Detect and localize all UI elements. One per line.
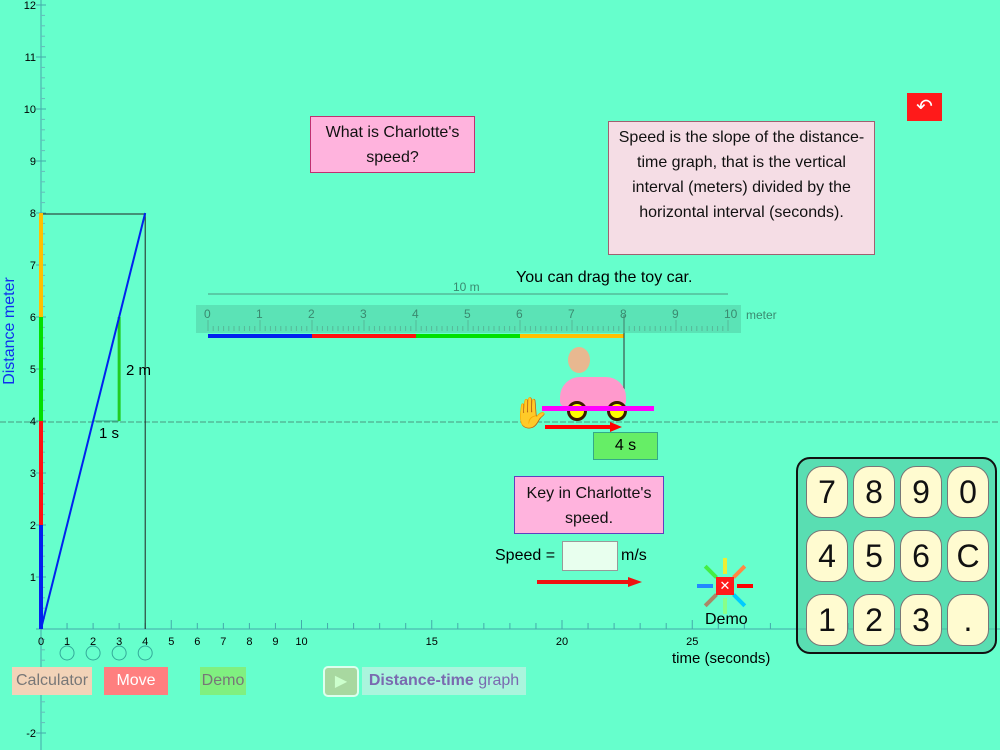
demo-ray [703, 564, 718, 579]
ruler[interactable] [196, 305, 741, 333]
ruler-tick-label: 7 [568, 307, 575, 321]
ruler-tick-label: 8 [620, 307, 627, 321]
y-tick-label: 1 [30, 572, 36, 584]
x-tick-label: 20 [556, 636, 568, 648]
keypad-key[interactable]: 9 [900, 466, 942, 518]
x-tick-label: 5 [168, 636, 174, 648]
y-tick-label: 4 [30, 416, 36, 428]
ruler-span-label: 10 m [453, 280, 480, 294]
y-axis-label: Distance meter [1, 277, 18, 385]
y-tick-label: 7 [30, 260, 36, 272]
drag-arrow-icon [542, 406, 654, 411]
keypad-key[interactable]: 4 [806, 530, 848, 582]
keypad-key[interactable]: 8 [853, 466, 895, 518]
play-button[interactable]: ▶ [323, 666, 359, 697]
y-tick-label: 3 [30, 468, 36, 480]
y-tick-label: 12 [24, 0, 36, 12]
x-tick-label: 15 [426, 636, 438, 648]
x-tick-label: 1 [64, 636, 70, 648]
keypad-key[interactable]: 3 [900, 594, 942, 646]
speed-arrow-head [628, 577, 642, 587]
demo-ray [732, 593, 747, 608]
x-tick-label: 25 [686, 636, 698, 648]
graph-title: Distance-time graph [362, 667, 526, 695]
ruler-tick-label: 6 [516, 307, 523, 321]
rise-label: 2 m [126, 362, 152, 379]
ruler-tick-label: 5 [464, 307, 471, 321]
ruler-tick-label: 4 [412, 307, 419, 321]
distance-time-line [40, 212, 147, 630]
graph-title-bold: Distance-time [368, 672, 474, 689]
ruler-tick-label: 3 [360, 307, 367, 321]
stopwatch-icon [111, 645, 127, 661]
keypad-key[interactable]: 6 [900, 530, 942, 582]
stopwatch-icon [137, 645, 153, 661]
time-arrow-head [610, 422, 622, 432]
keypad-key[interactable]: . [947, 594, 989, 646]
demo-ray [732, 564, 747, 579]
keypad-key[interactable]: C [947, 530, 989, 582]
demo-star-label: Demo [705, 611, 748, 628]
y-tick-label: -2 [26, 728, 36, 740]
keypad-key[interactable]: 5 [853, 530, 895, 582]
time-badge: 4 s [593, 432, 658, 460]
ruler-tick-label: 10 [724, 307, 738, 321]
calculator-button[interactable]: Calculator [12, 667, 92, 695]
x-tick-label: 0 [38, 636, 44, 648]
x-tick-label: 6 [194, 636, 200, 648]
speed-unit: m/s [621, 547, 647, 564]
back-button[interactable]: ↶ [907, 93, 942, 121]
speed-input[interactable] [562, 541, 618, 571]
keypad-key[interactable]: 1 [806, 594, 848, 646]
question-box: What is Charlotte's speed? [310, 116, 475, 173]
x-tick-label: 9 [272, 636, 278, 648]
y-tick-label: 9 [30, 156, 36, 168]
x-tick-label: 8 [246, 636, 252, 648]
hand-icon: ✋ [512, 397, 550, 430]
run-label: 1 s [99, 425, 120, 442]
y-tick-label: 6 [30, 312, 36, 324]
y-tick-label: 11 [25, 52, 36, 64]
demo-ray [703, 593, 718, 608]
ruler-tick-label: 1 [256, 307, 263, 321]
keypad-key[interactable]: 2 [853, 594, 895, 646]
ruler-tick-label: 9 [672, 307, 679, 321]
x-axis-label: time (seconds) [672, 650, 771, 667]
drag-hint: You can drag the toy car. [516, 269, 693, 286]
graph-title-rest: graph [473, 672, 520, 689]
x-tick-label: 3 [116, 636, 122, 648]
x-tick-label: 2 [90, 636, 96, 648]
demo-star-icon[interactable]: ✕ [716, 577, 734, 595]
y-tick-label: 10 [24, 104, 36, 116]
y-tick-label: 2 [30, 520, 36, 532]
y-tick-label: 8 [30, 208, 36, 220]
ruler-tick-label: 2 [308, 307, 315, 321]
ruler-unit: meter [746, 308, 777, 322]
keypad-key[interactable]: 0 [947, 466, 989, 518]
charlotte-head [568, 347, 590, 373]
explanation-box: Speed is the slope of the distance-time … [608, 121, 875, 255]
demo-button[interactable]: Demo [200, 667, 246, 695]
wheel [607, 401, 627, 421]
stopwatch-icon [59, 645, 75, 661]
prompt-box: Key in Charlotte's speed. [514, 476, 664, 534]
x-tick-label: 7 [220, 636, 226, 648]
stopwatch-icon [85, 645, 101, 661]
move-button[interactable]: Move [104, 667, 168, 695]
toy-car[interactable] [540, 345, 654, 425]
keypad-key[interactable]: 7 [806, 466, 848, 518]
y-tick-label: 5 [30, 364, 36, 376]
x-tick-label: 10 [295, 636, 307, 648]
wheel [567, 401, 587, 421]
x-tick-label: 4 [142, 636, 148, 648]
ruler-tick-label: 0 [204, 307, 211, 321]
speed-label: Speed = [495, 547, 556, 564]
